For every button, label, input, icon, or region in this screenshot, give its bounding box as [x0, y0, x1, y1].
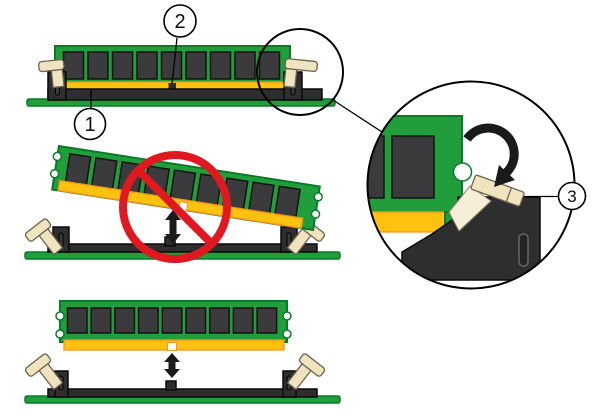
- magnifier-ring: [256, 28, 344, 116]
- open-slot-body: [47, 388, 318, 398]
- alignment-notch: [168, 83, 176, 90]
- ejector-lever-right-open: [286, 353, 326, 391]
- panel-ejector-lever-detail: 3: [366, 80, 587, 290]
- prohibition-slash: [135, 167, 215, 247]
- callout-3-circle: [557, 181, 587, 211]
- ejector-lever-right-closed: [283, 58, 319, 89]
- ejector-lever-left-open: [24, 353, 64, 391]
- memory-chips: [66, 307, 278, 334]
- callout-2-leader: [171, 37, 178, 85]
- panel-tilted-prohibited: [24, 144, 341, 263]
- rotate-arrow: [463, 123, 519, 177]
- slot-key: [165, 380, 177, 391]
- dimm-module-tilted: [49, 144, 323, 232]
- ejector-lever-left-open: [24, 218, 64, 256]
- detail-gold-edge: [367, 211, 446, 233]
- magnifier-connector-line: [332, 99, 383, 133]
- callout-1-label: 1: [84, 114, 95, 136]
- dimm-module-aligned: [55, 300, 292, 351]
- dimm-module-seated: [54, 45, 291, 93]
- ejector-lever-left-closed: [38, 58, 65, 89]
- memory-chips: [62, 51, 281, 80]
- callout-2-circle: [163, 4, 197, 38]
- prohibition-symbol: [119, 151, 231, 263]
- panel-dimm-seated: 1 2: [26, 4, 344, 141]
- dimm-slot-body: [47, 88, 323, 101]
- detail-contents: [367, 115, 541, 281]
- rotate-arrow-head: [494, 165, 515, 187]
- detail-slot-pin: [518, 233, 529, 267]
- callout-2-label: 2: [174, 11, 185, 33]
- callout-1-circle: [73, 107, 107, 141]
- callout-3-label: 3: [567, 187, 576, 206]
- detail-lever-arm: [448, 185, 492, 232]
- alignment-notch: [167, 342, 177, 351]
- panel-vertical-alignment: [24, 300, 341, 404]
- detail-side-notch: [452, 162, 473, 182]
- insertion-direction-arrow: [164, 353, 180, 378]
- insertion-direction-arrow: [165, 210, 181, 244]
- open-slot-body: [47, 243, 318, 253]
- prohibition-circle: [119, 151, 231, 263]
